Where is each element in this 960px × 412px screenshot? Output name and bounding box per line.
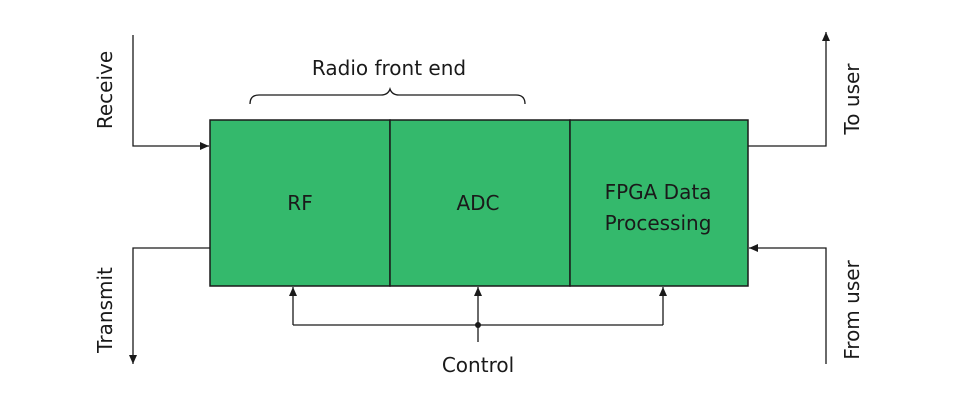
transmit-label: Transmit — [93, 267, 117, 354]
fpga-block — [569, 119, 749, 287]
adc-block — [389, 119, 571, 287]
rf-label: RF — [287, 191, 312, 215]
transmit-arrow — [129, 247, 210, 364]
fpga-label-line1: FPGA Data — [605, 180, 712, 204]
control-label: Control — [442, 353, 514, 377]
radio-front-end-label: Radio front end — [312, 56, 466, 80]
control-junction-dot — [475, 322, 481, 328]
to-user-label: To user — [840, 63, 864, 136]
adc-label: ADC — [456, 191, 499, 215]
from-user-label: From user — [840, 259, 864, 359]
receive-arrow — [132, 35, 209, 150]
rf-block — [209, 119, 391, 287]
fpga-label-line2: Processing — [605, 211, 712, 235]
to-user-arrow — [748, 32, 830, 147]
receive-label: Receive — [93, 51, 117, 129]
radio-front-end-brace — [249, 86, 526, 105]
from-user-arrow — [749, 244, 827, 364]
